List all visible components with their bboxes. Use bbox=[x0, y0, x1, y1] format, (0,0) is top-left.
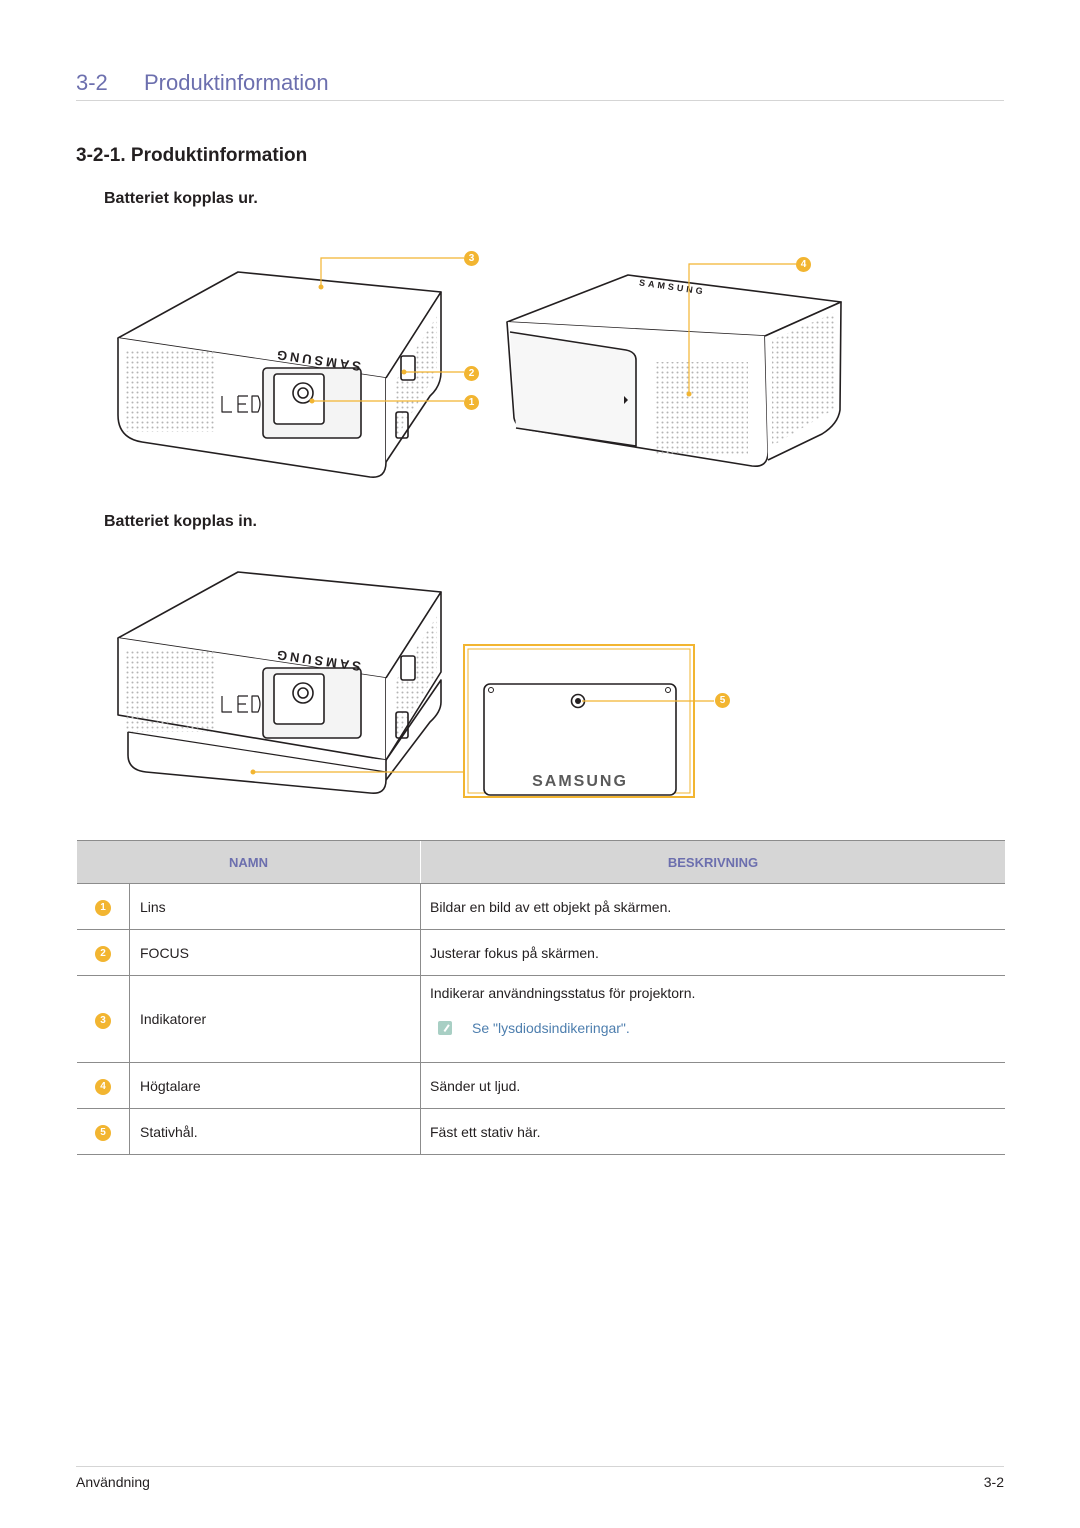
speaker-grille bbox=[656, 362, 748, 454]
footer-chapter-name: Användning bbox=[76, 1474, 150, 1490]
chapter-divider bbox=[76, 100, 1004, 101]
chapter-title: 3-2 Produktinformation bbox=[76, 70, 329, 96]
lens-icon bbox=[292, 382, 314, 404]
footer-divider bbox=[76, 1466, 1004, 1467]
row-description: Justerar fokus på skärmen. bbox=[420, 929, 1005, 976]
battery-compartment bbox=[509, 331, 637, 447]
led-logo-2 bbox=[221, 695, 261, 713]
bottom-detail-view bbox=[463, 644, 695, 798]
table-row: 2 FOCUS Justerar fokus på skärmen. bbox=[77, 929, 1005, 976]
side-grille-2 bbox=[395, 616, 437, 740]
callout-3: 3 bbox=[464, 251, 479, 266]
focus-dial bbox=[400, 355, 416, 381]
projector-illustrations: SAMSUNG SAMSUNG SAMSUNG bbox=[117, 257, 842, 798]
section-title: 3-2-1. Produktinformation bbox=[76, 145, 308, 166]
projector-with-battery bbox=[117, 571, 442, 795]
chapter-heading: Produktinformation bbox=[144, 70, 329, 95]
projector-front-view bbox=[117, 271, 442, 479]
row-name: Lins bbox=[129, 883, 421, 930]
battery-base bbox=[127, 732, 387, 795]
subtitle-battery-in: Batteriet kopplas in. bbox=[104, 513, 257, 530]
front-grille-2 bbox=[124, 650, 214, 732]
chapter-number: 3-2 bbox=[76, 70, 108, 95]
row-number-badge: 2 bbox=[95, 946, 111, 962]
footer-page-number: 3-2 bbox=[983, 1474, 1004, 1490]
row-number-badge: 4 bbox=[95, 1079, 111, 1095]
table-row: 1 Lins Bildar en bild av ett objekt på s… bbox=[77, 883, 1005, 930]
row-name: Indikatorer bbox=[129, 975, 421, 1063]
callout-5: 5 bbox=[715, 693, 730, 708]
row-number-badge: 1 bbox=[95, 900, 111, 916]
table-header-row: NAMN BESKRIVNING bbox=[77, 840, 1005, 884]
row-number-badge: 5 bbox=[95, 1125, 111, 1141]
row-description: Sänder ut ljud. bbox=[420, 1062, 1005, 1109]
component-table: NAMN BESKRIVNING 1 Lins Bildar en bild a… bbox=[77, 840, 1005, 1155]
header-description: BESKRIVNING bbox=[420, 840, 1005, 884]
row-name: Högtalare bbox=[129, 1062, 421, 1109]
row-description: Bildar en bild av ett objekt på skärmen. bbox=[420, 883, 1005, 930]
callout-lines bbox=[253, 257, 796, 773]
row-description-cell: Indikerar användningsstatus för projekto… bbox=[420, 975, 1005, 1063]
row-name: FOCUS bbox=[129, 929, 421, 976]
note-reference: Se "lysdiodsindikeringar". bbox=[438, 1020, 1005, 1036]
note-pencil-icon bbox=[438, 1021, 452, 1035]
rear-side-grille bbox=[772, 312, 836, 446]
projector-rear-view bbox=[506, 274, 842, 468]
row-description: Indikerar användningsstatus för projekto… bbox=[430, 985, 696, 1001]
callout-2: 2 bbox=[464, 366, 479, 381]
led-logo bbox=[221, 395, 261, 413]
subtitle-battery-out: Batteriet kopplas ur. bbox=[104, 190, 258, 207]
front-grille bbox=[124, 350, 214, 432]
samsung-logo-bottom: SAMSUNG bbox=[532, 773, 628, 790]
table-row: 5 Stativhål. Fäst ett stativ här. bbox=[77, 1108, 1005, 1155]
header-name: NAMN bbox=[77, 840, 421, 884]
callout-1: 1 bbox=[464, 395, 479, 410]
lens-icon-2 bbox=[292, 682, 314, 704]
side-grille bbox=[395, 316, 437, 440]
table-row: 3 Indikatorer Indikerar användningsstatu… bbox=[77, 975, 1005, 1063]
callout-4: 4 bbox=[796, 257, 811, 272]
callout-dots bbox=[250, 284, 692, 775]
row-description: Fäst ett stativ här. bbox=[420, 1108, 1005, 1155]
led-indicator-link[interactable]: Se "lysdiodsindikeringar". bbox=[472, 1020, 630, 1036]
row-name: Stativhål. bbox=[129, 1108, 421, 1155]
table-row: 4 Högtalare Sänder ut ljud. bbox=[77, 1062, 1005, 1109]
row-number-badge: 3 bbox=[95, 1012, 111, 1029]
